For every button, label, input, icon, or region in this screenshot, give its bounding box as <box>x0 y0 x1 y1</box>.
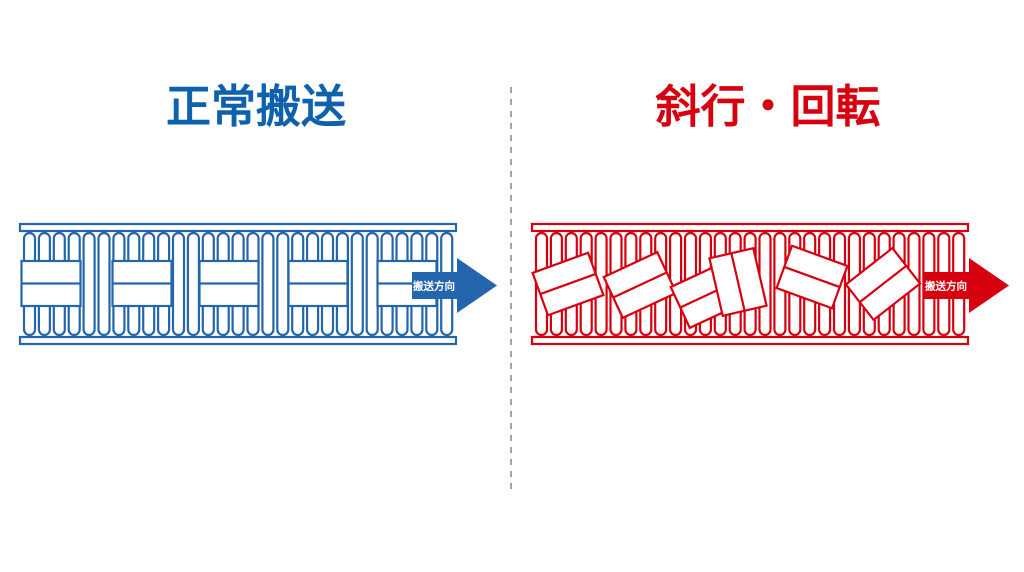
carton-box <box>775 244 849 310</box>
carton-box <box>111 259 173 308</box>
carton-box <box>602 250 678 320</box>
transport-direction-label: 搬送方向 <box>413 280 455 293</box>
roller <box>82 231 96 337</box>
conveyor-skew-illustration: 搬送方向 <box>530 222 1009 346</box>
conveyor-rail-bottom <box>18 335 458 346</box>
panel-normal-title: 正常搬送 <box>165 81 346 132</box>
carton-box <box>844 246 922 322</box>
transport-direction-arrow-icon <box>412 258 497 313</box>
roller <box>171 231 186 337</box>
carton-box <box>287 259 349 308</box>
carton-box <box>708 246 768 318</box>
panel-normal-transport: 正常搬送 搬送方向 <box>18 81 497 346</box>
conveyor-rail-bottom <box>530 335 970 346</box>
conveyor-rail-top <box>530 222 970 233</box>
roller <box>261 231 275 337</box>
conveyor-rail-top <box>18 222 458 233</box>
conveyor-normal-illustration: 搬送方向 <box>18 222 497 346</box>
carton-box <box>198 259 260 308</box>
panel-skew-title: 斜行・回転 <box>655 81 881 132</box>
roller <box>276 231 290 337</box>
transport-direction-label: 搬送方向 <box>925 280 967 293</box>
divider-dashed-line <box>510 87 512 490</box>
roller <box>350 231 364 337</box>
roller <box>186 231 200 337</box>
panel-skew-rotation: 斜行・回転 搬送方向 <box>512 0 1024 572</box>
transport-direction-arrow-icon <box>924 258 1009 313</box>
roller <box>97 231 111 337</box>
carton-box <box>531 251 605 317</box>
carton-box <box>20 259 82 308</box>
roller <box>365 231 379 337</box>
